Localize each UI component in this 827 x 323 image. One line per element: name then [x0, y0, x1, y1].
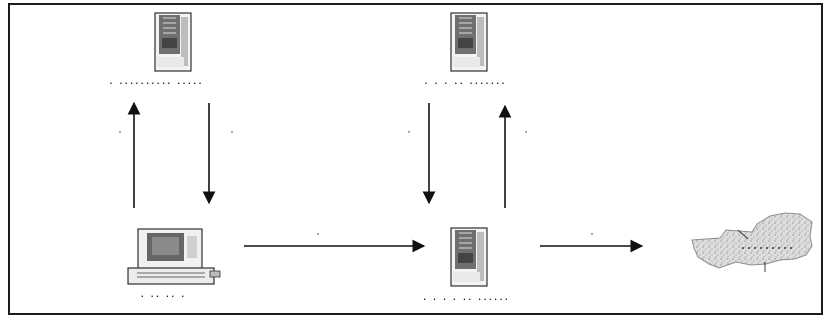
- server-top-left-icon: [154, 12, 192, 72]
- desktop-computer-icon: [127, 228, 221, 285]
- server-bottom-middle-icon: [450, 227, 488, 287]
- edge-label-client-to-server-bottom-middle: ·: [316, 226, 320, 240]
- node-label-server-bottom-middle: · · · · ·· ······: [422, 291, 509, 306]
- edge-label-server-top-right-to-server-bottom-middle: ·: [407, 124, 411, 138]
- edge-label-server-bottom-middle-to-server-top-right: ·: [524, 124, 528, 138]
- edge-label-server-bottom-middle-to-map: ·: [590, 226, 594, 240]
- node-label-server-top-left: · ·········· ·····: [109, 75, 204, 90]
- server-top-right-icon: [450, 12, 488, 72]
- edge-label-client-to-server-top-left: ·: [118, 124, 122, 138]
- edge-label-server-top-left-to-client: ·: [230, 124, 234, 138]
- node-label-client-pc: · ·· ·· ·: [140, 288, 186, 303]
- map-destination-icon: [691, 212, 813, 272]
- node-label-server-top-right: · · · ·· ·······: [424, 75, 506, 90]
